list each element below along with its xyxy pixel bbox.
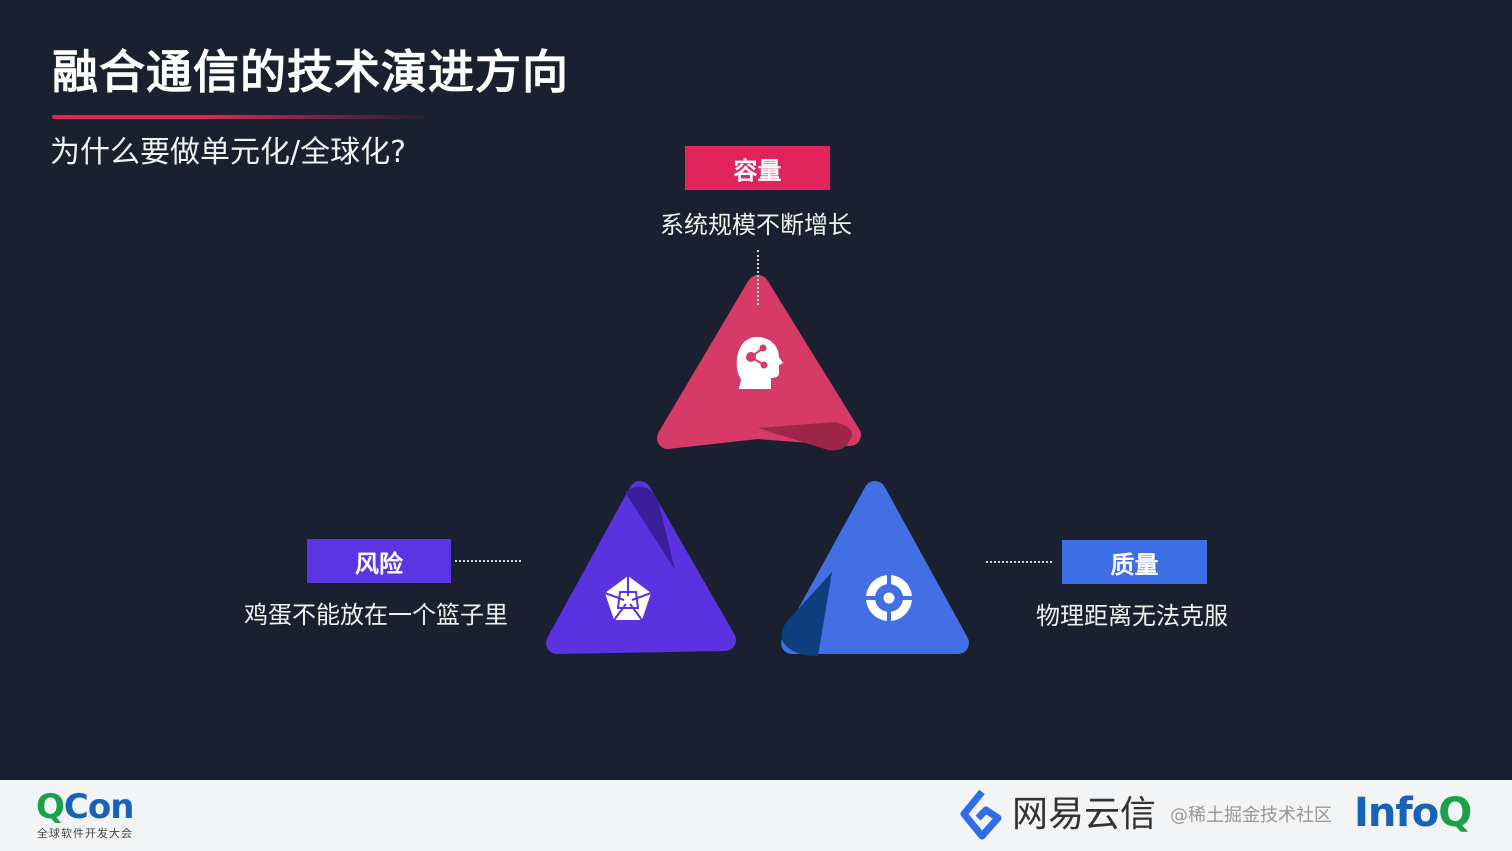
quality-connector <box>986 561 1052 563</box>
quality-tag: 质量 <box>1062 540 1207 584</box>
quality-description: 物理距离无法克服 <box>1036 602 1228 630</box>
pentagon-web-icon <box>604 576 652 621</box>
capacity-connector <box>757 250 759 305</box>
triangle-diagram <box>546 275 969 656</box>
risk-connector <box>455 560 521 562</box>
risk-description: 鸡蛋不能放在一个篮子里 <box>244 601 508 629</box>
infoq-logo: InfoQ <box>1354 790 1472 836</box>
slide-subtitle: 为什么要做单元化/全球化? <box>50 135 407 170</box>
watermark: @稀土掘金技术社区 <box>1170 805 1332 826</box>
title-underline <box>52 115 432 119</box>
qcon-subtitle: 全球软件开发大会 <box>37 827 133 840</box>
qcon-logo: QCon <box>36 787 134 827</box>
capacity-description: 系统规模不断增长 <box>660 211 852 239</box>
capacity-triangle <box>657 275 861 451</box>
quality-triangle <box>781 481 969 656</box>
capacity-tag: 容量 <box>685 146 830 190</box>
netease-logo-icon <box>960 789 1002 840</box>
head-network-icon <box>736 337 783 389</box>
footer-bar <box>0 780 1512 851</box>
target-icon <box>864 573 914 623</box>
netease-logo-text: 网易云信 <box>1012 794 1157 835</box>
risk-triangle <box>546 481 736 654</box>
slide-title: 融合通信的技术演进方向 <box>52 45 569 99</box>
risk-tag: 风险 <box>307 539 451 583</box>
